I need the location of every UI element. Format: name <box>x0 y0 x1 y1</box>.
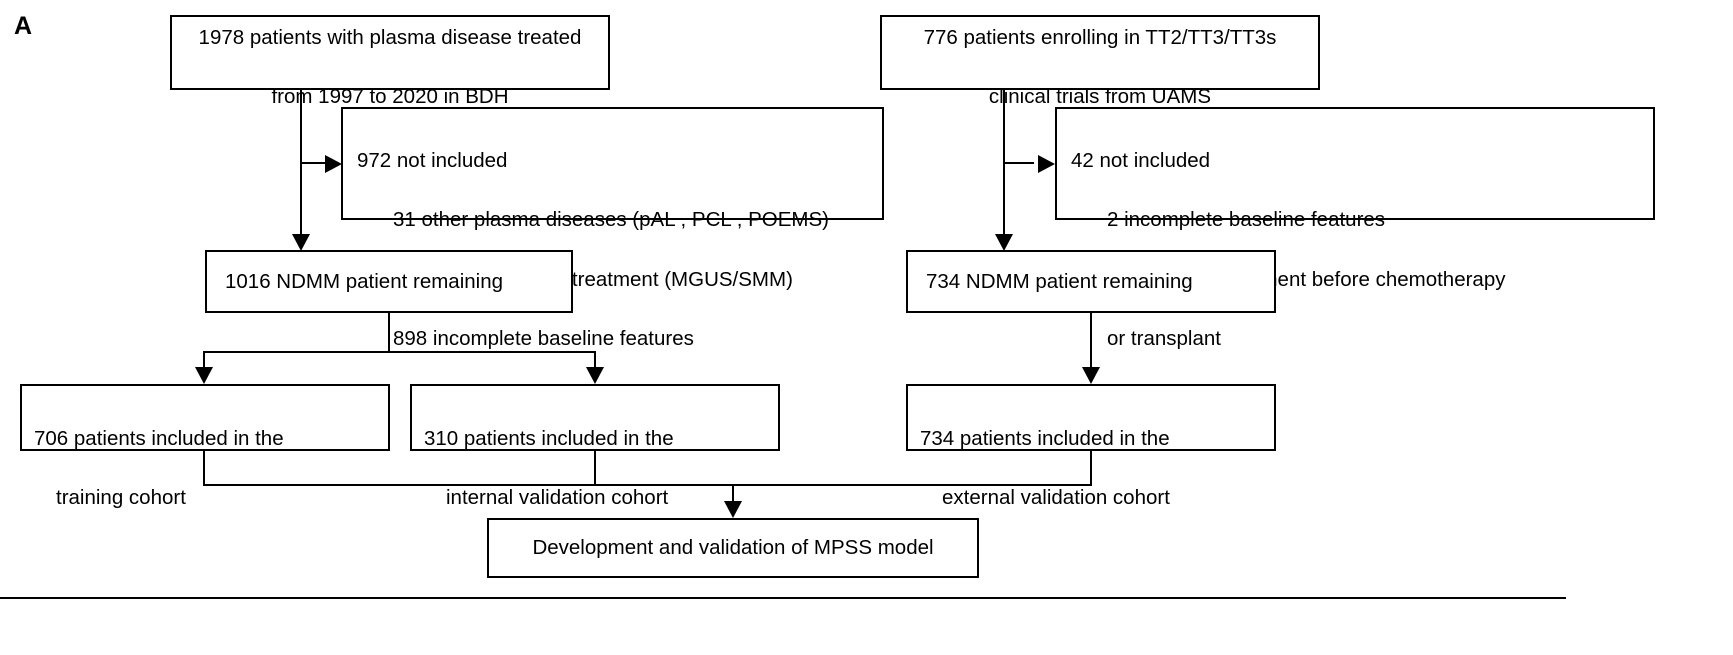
node-bdh-source-line2: from 1997 to 2020 in BDH <box>271 85 509 109</box>
node-model-output-text: Development and validation of MPSS model <box>532 536 934 560</box>
node-external-validation-cohort-line1: 734 patients included in the <box>920 426 1170 450</box>
node-uams-source: 776 patients enrolling in TT2/TT3/TT3s c… <box>880 15 1320 108</box>
connector-external-cohort-down <box>1090 451 1092 485</box>
arrowhead-external-validation-cohort <box>1082 367 1100 384</box>
node-bdh-source: 1978 patients with plasma disease treate… <box>170 15 610 108</box>
node-external-validation-cohort-line2: external validation cohort <box>942 486 1170 510</box>
node-uams-source-line2: clinical trials from UAMS <box>988 85 1212 109</box>
node-bdh-excluded-heading: 972 not included <box>357 148 508 172</box>
node-uams-excluded-item-0: 2 incomplete baseline features <box>1107 208 1386 232</box>
node-bdh-remaining-text: 1016 NDMM patient remaining <box>225 269 504 293</box>
connector-cohort-split-bar <box>203 351 595 353</box>
panel-bottom-rule <box>0 597 1566 599</box>
node-model-output: Development and validation of MPSS model <box>487 518 979 578</box>
node-internal-validation-cohort-line1: 310 patients included in the <box>424 426 674 450</box>
connector-bdh-to-excluded <box>300 162 328 164</box>
connector-training-cohort-down <box>203 451 205 485</box>
node-bdh-excluded-item-2: 898 incomplete baseline features <box>393 327 694 351</box>
node-training-cohort-line2: training cohort <box>56 486 186 510</box>
connector-to-training-cohort <box>203 351 205 369</box>
node-uams-excluded-heading: 42 not included <box>1071 148 1211 172</box>
arrowhead-bdh-remaining <box>292 234 310 251</box>
connector-bdh-remaining-down <box>388 313 390 352</box>
connector-merge-to-model <box>732 484 734 504</box>
node-bdh-source-text: 1978 patients with plasma disease treate… <box>199 0 582 112</box>
connector-to-internal-validation-cohort <box>594 351 596 369</box>
node-bdh-source-line1: 1978 patients with plasma disease treate… <box>198 25 582 49</box>
node-uams-excluded-item-2: or transplant <box>1107 327 1221 351</box>
arrowhead-uams-remaining <box>995 234 1013 251</box>
node-bdh-excluded: 972 not included 31 other plasma disease… <box>341 107 884 350</box>
arrowhead-internal-validation-cohort <box>586 367 604 384</box>
connector-internal-cohort-down <box>594 451 596 485</box>
connector-uams-to-excluded <box>1003 162 1034 164</box>
arrowhead-uams-excluded <box>1038 155 1055 173</box>
node-bdh-excluded-item-0: 31 other plasma diseases (pAL , PCL , PO… <box>393 208 830 232</box>
node-uams-source-text: 776 patients enrolling in TT2/TT3/TT3s c… <box>924 0 1277 112</box>
node-external-validation-cohort: 734 patients included in the external va… <box>906 384 1276 509</box>
node-internal-validation-cohort-line2: internal validation cohort <box>446 486 669 510</box>
connector-merge-bar <box>203 484 1092 486</box>
node-training-cohort-line1: 706 patients included in the <box>34 426 284 450</box>
arrowhead-training-cohort <box>195 367 213 384</box>
connector-bdh-source-to-remaining <box>300 90 302 240</box>
connector-uams-source-to-remaining <box>1003 90 1005 240</box>
node-bdh-remaining: 1016 NDMM patient remaining <box>205 250 573 313</box>
node-uams-remaining: 734 NDMM patient remaining <box>906 250 1276 313</box>
connector-uams-remaining-to-external <box>1090 313 1092 369</box>
node-internal-validation-cohort: 310 patients included in the internal va… <box>410 384 780 509</box>
arrowhead-model-output <box>724 501 742 518</box>
node-uams-source-line1: 776 patients enrolling in TT2/TT3/TT3s <box>923 25 1277 49</box>
node-uams-remaining-text: 734 NDMM patient remaining <box>926 269 1193 293</box>
panel-label-a: A <box>14 12 33 40</box>
node-training-cohort: 706 patients included in the training co… <box>20 384 390 509</box>
arrowhead-bdh-excluded <box>325 155 342 173</box>
node-uams-excluded: 42 not included 2 incomplete baseline fe… <box>1055 107 1655 350</box>
